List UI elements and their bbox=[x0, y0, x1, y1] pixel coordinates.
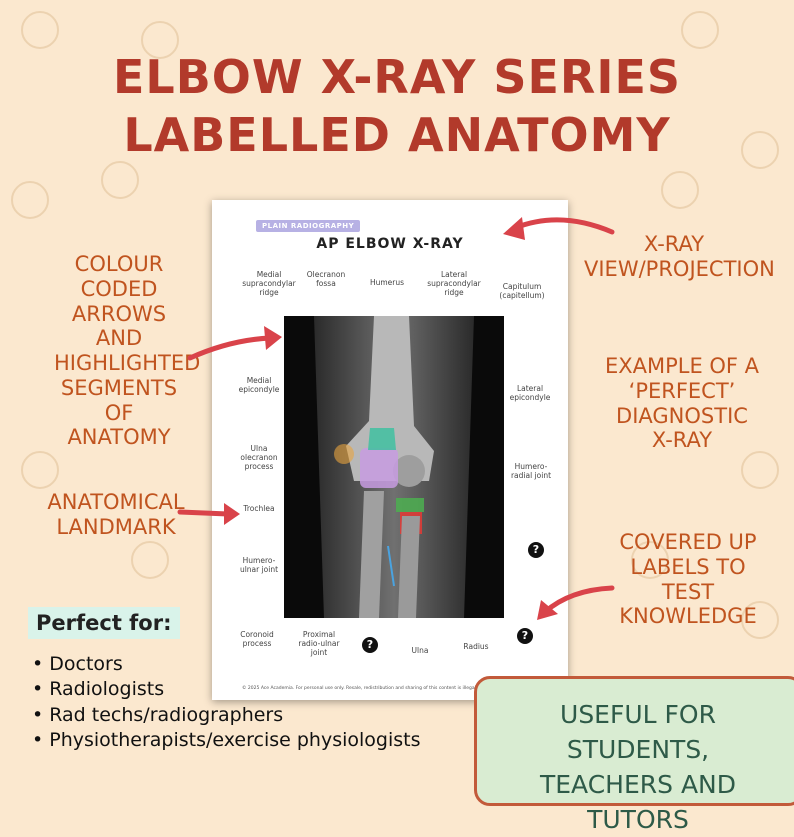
main-title-line1: ELBOW X-RAY SERIES bbox=[112, 50, 682, 104]
label-humerus: Humerus bbox=[369, 278, 405, 287]
arrowhead-view bbox=[503, 217, 525, 240]
hidden-label-marker-1: ? bbox=[528, 542, 544, 558]
list-item: Doctors bbox=[32, 652, 421, 677]
label-radius: Radius bbox=[463, 642, 489, 651]
label-ulna-olecranon: Ulna olecranon process bbox=[240, 444, 278, 471]
useful-line2: TEACHERS AND TUTORS bbox=[539, 770, 737, 834]
hidden-label-marker-2: ? bbox=[362, 637, 378, 653]
arrow-covered bbox=[542, 585, 615, 615]
label-capitulum: Capitulum (capitellum) bbox=[499, 282, 545, 300]
audience-list: Doctors Radiologists Rad techs/radiograp… bbox=[32, 652, 421, 753]
label-medial-supracondylar: Medial supracondylar ridge bbox=[242, 270, 296, 297]
list-item: Radiologists bbox=[32, 677, 421, 702]
arrow-view bbox=[512, 217, 615, 235]
arrowhead-covered bbox=[537, 600, 558, 620]
arrow-colour-coded bbox=[187, 335, 273, 361]
label-lateral-epicondyle: Lateral epicondyle bbox=[509, 384, 551, 402]
useful-for-box: USEFUL FOR STUDENTS, TEACHERS AND TUTORS bbox=[474, 676, 794, 834]
label-coronoid: Coronoid process bbox=[240, 630, 274, 648]
worksheet-title: AP ELBOW X-RAY bbox=[316, 236, 464, 252]
label-humero-radial: Humero-radial joint bbox=[510, 462, 552, 480]
arrowhead-landmark bbox=[224, 503, 240, 525]
label-ulna: Ulna bbox=[411, 646, 429, 655]
arrowhead-colour-coded bbox=[264, 326, 282, 350]
label-humero-ulnar: Humero-ulnar joint bbox=[239, 556, 279, 574]
label-lateral-supracondylar: Lateral supracondylar ridge bbox=[427, 270, 481, 297]
list-item: Rad techs/radiographers bbox=[32, 703, 421, 728]
arrow-landmark bbox=[177, 509, 231, 517]
hidden-label-marker-3: ? bbox=[517, 628, 533, 644]
callout-arrows bbox=[177, 217, 615, 620]
main-title-line2: LABELLED ANATOMY bbox=[123, 108, 671, 162]
list-item: Physiotherapists/exercise physiologists bbox=[32, 728, 420, 753]
label-olecranon-fossa: Olecranon fossa bbox=[306, 270, 346, 288]
category-badge: PLAIN RADIOGRAPHY bbox=[256, 220, 361, 232]
useful-line1: USEFUL FOR STUDENTS, bbox=[560, 700, 716, 764]
label-trochlea: Trochlea bbox=[243, 504, 275, 513]
label-medial-epicondyle: Medial epicondyle bbox=[238, 376, 280, 394]
perfect-for-heading: Perfect for: bbox=[28, 607, 180, 639]
elbow-xray-image bbox=[284, 316, 504, 618]
worksheet-preview: PLAIN RADIOGRAPHY AP ELBOW X-RAY Medial … bbox=[212, 200, 568, 700]
xray-drawing bbox=[314, 316, 474, 618]
